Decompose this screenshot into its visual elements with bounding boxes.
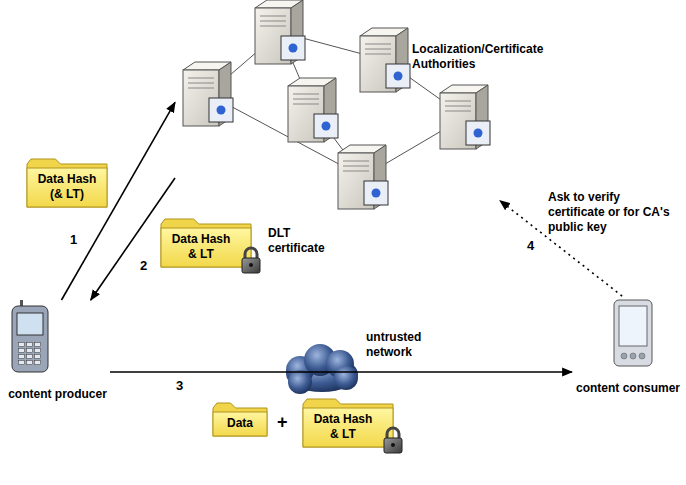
- cloud: [286, 344, 358, 394]
- network-caption: untrusted network: [366, 330, 446, 360]
- request-note: Ask to verify certificate or for CA's pu…: [548, 190, 680, 235]
- device-name: content producer: [5, 387, 110, 402]
- folder-text: Data: [218, 416, 262, 431]
- step-number: 2: [140, 258, 147, 273]
- data-folder: Data: [212, 402, 268, 437]
- device-name: content consumer: [572, 381, 684, 396]
- padlock-icon: [240, 246, 262, 274]
- plus-sign: +: [277, 412, 297, 433]
- step-number: 3: [176, 378, 183, 393]
- consumer-pda: [614, 300, 652, 366]
- hash-folder: Data Hash (& LT): [26, 158, 108, 208]
- certificate-folder: Data Hash & LT: [160, 218, 252, 268]
- consumer-device: content consumer: [572, 296, 684, 396]
- step-number: 1: [70, 232, 77, 247]
- certificate-folder: Data Hash & LT: [302, 398, 394, 448]
- step-number: 4: [527, 238, 534, 253]
- producer-device: content producer: [5, 300, 110, 402]
- certificate-caption: DLT certificate: [268, 226, 338, 256]
- folder-text: Data Hash (& LT): [32, 172, 102, 202]
- server-icons: [183, 0, 490, 209]
- authority-cluster: Localization/Certificate Authorities: [175, 0, 500, 215]
- padlock-icon: [382, 426, 404, 454]
- producer-phone: [12, 300, 48, 372]
- folder-text: Data Hash & LT: [166, 232, 236, 262]
- arrow: [110, 371, 572, 373]
- folder-text: Data Hash & LT: [308, 412, 378, 442]
- group-heading: Localization/Certificate Authorities: [412, 42, 562, 72]
